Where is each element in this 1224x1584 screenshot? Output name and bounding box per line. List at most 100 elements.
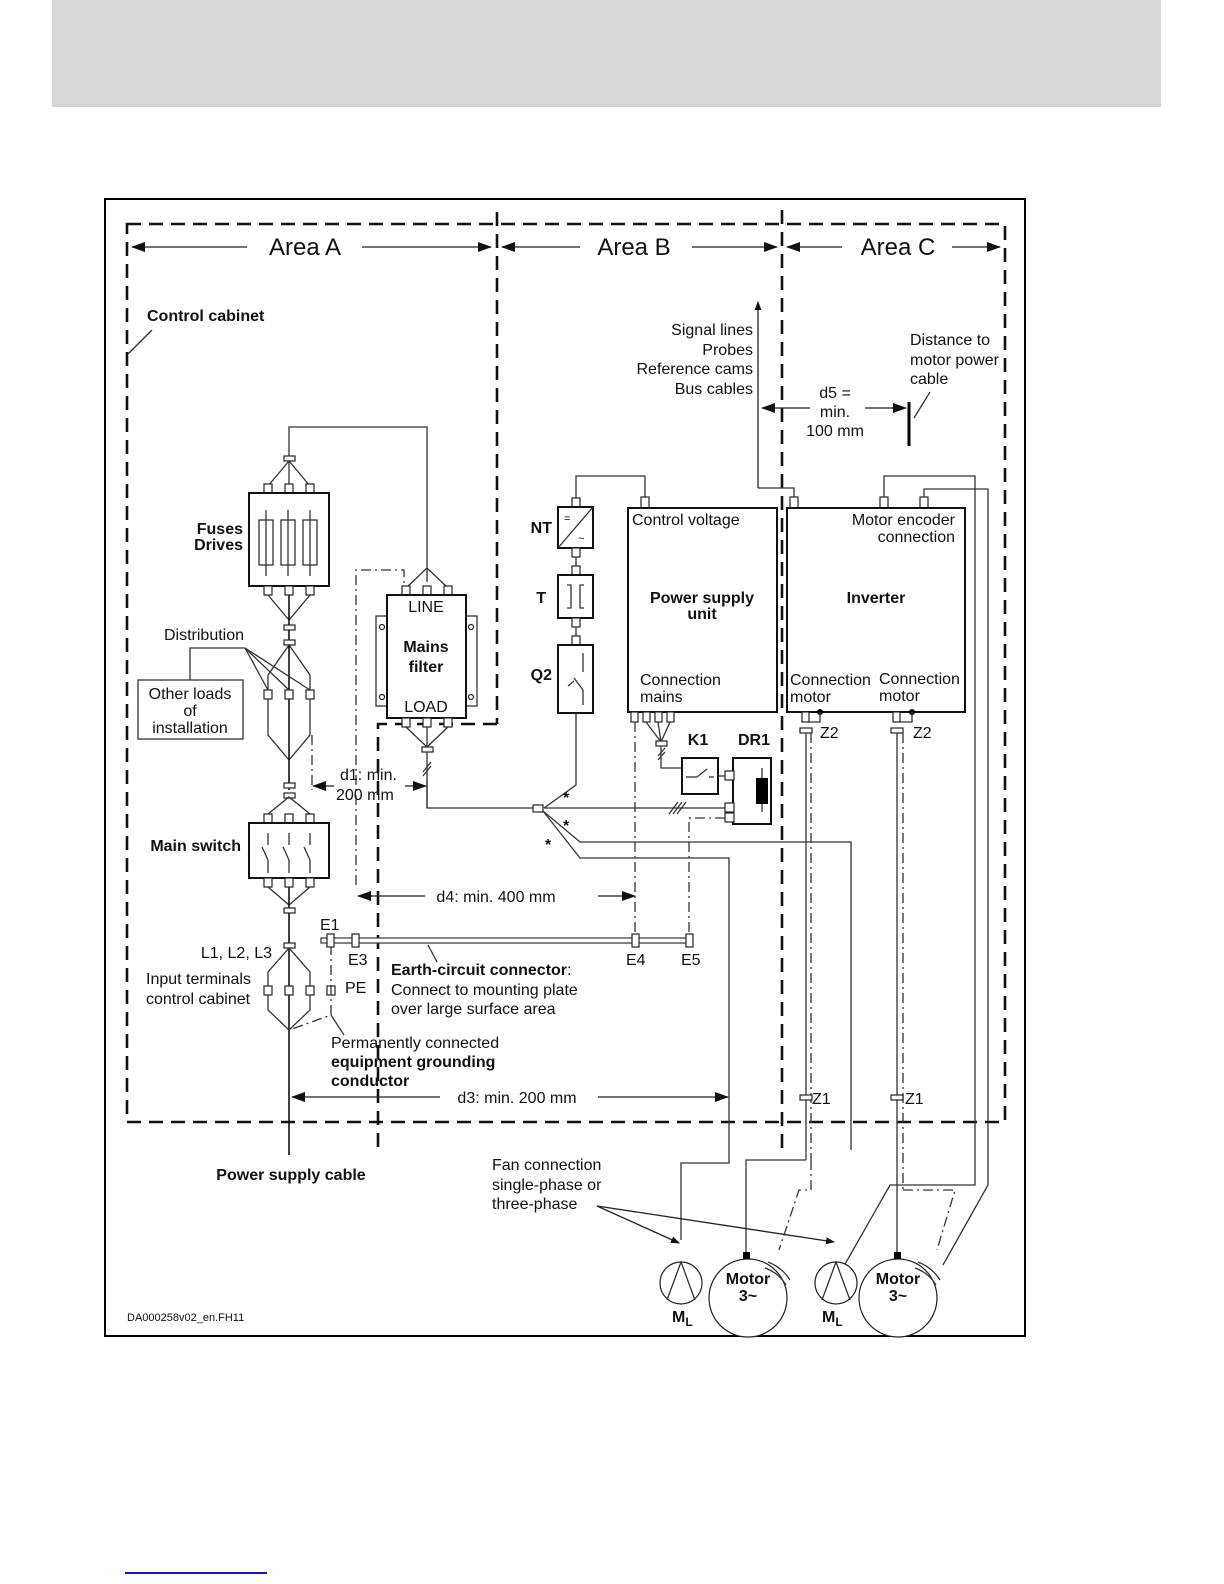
d1-value: 200 mm	[336, 787, 394, 804]
junction: * * *	[532, 790, 852, 1240]
connection-motor-2-label: Connection	[879, 671, 960, 688]
figure-frame	[104, 198, 1026, 1337]
other-loads-box	[137, 679, 244, 740]
motor-2-phase: 3~	[889, 1288, 907, 1305]
fan-2: ML	[814, 1260, 858, 1329]
grounding-line1: Permanently connected	[331, 1035, 499, 1052]
q2-box	[557, 644, 594, 714]
z1-label-2: Z1	[905, 1091, 924, 1108]
other-loads-of: of	[183, 703, 197, 720]
power-supply-unit: Control voltage Power supply unit Connec…	[627, 496, 778, 935]
motor-cable-2: Z2 Z1	[890, 709, 956, 1254]
fan-1: ML	[659, 1260, 703, 1329]
fan-connection-line2: single-phase or	[492, 1177, 602, 1194]
mains-filter-label-2: filter	[409, 659, 444, 676]
area-b-label: Area B	[597, 234, 670, 261]
area-c-label: Area C	[861, 234, 936, 261]
drives-label: Drives	[194, 537, 243, 554]
e1-label: E1	[320, 917, 340, 934]
power-supply-cable-label: Power supply cable	[216, 1167, 365, 1184]
figure-id: DA000258v02_en.FH11	[127, 1312, 244, 1324]
page-header-band	[52, 0, 1161, 107]
distance-note-line2: motor power	[910, 352, 1000, 369]
reference-cams-text: Reference cams	[637, 361, 754, 378]
other-loads-label: Other loads	[149, 686, 232, 703]
inverter-label: Inverter	[847, 590, 906, 607]
d3-dimension: d3: min. 200 mm	[291, 1090, 729, 1107]
power-supply-label-2: unit	[687, 606, 717, 623]
earth-connector-colon: :	[567, 962, 571, 979]
pe-label: PE	[345, 980, 366, 997]
ac-symbol: ~	[578, 533, 584, 545]
k1-box	[681, 757, 719, 795]
area-a-label: Area A	[269, 234, 341, 261]
other-loads-installation: installation	[152, 720, 228, 737]
d3-label: d3: min. 200 mm	[457, 1090, 576, 1107]
area-a-label-group: Area A	[131, 234, 492, 261]
area-boundaries	[125, 210, 1007, 1150]
connection-motor-2-label-2: motor	[879, 688, 921, 705]
main-switch: Main switch	[150, 782, 330, 1155]
fan-connection-line1: Fan connection	[492, 1157, 601, 1174]
signal-lines-text: Signal lines	[671, 322, 753, 339]
asterisk-3: *	[545, 837, 552, 854]
e5-label: E5	[681, 952, 701, 969]
input-terminals-label: Input terminals	[146, 971, 251, 988]
main-switch-label: Main switch	[150, 838, 241, 855]
fuses-label: Fuses	[197, 521, 243, 538]
fan-1-sub: L	[685, 1315, 692, 1329]
motor-1-label: Motor	[726, 1271, 770, 1288]
earth-circuit-connector: E1 E3 E4 E5 Earth-circuit connector: Con…	[320, 917, 701, 1018]
d1-dimension: d1: min. 200 mm	[312, 767, 427, 804]
bus-cables-text: Bus cables	[675, 381, 753, 398]
e4-label: E4	[626, 952, 646, 969]
power-supply-label: Power supply	[650, 590, 754, 607]
connection-mains-label-2: mains	[640, 689, 683, 706]
nt-t-q2-column: = ~ NT T Q2	[531, 475, 646, 809]
nt-label: NT	[531, 520, 553, 537]
connection-motor-1-label-2: motor	[790, 689, 832, 706]
d5-dimension: d5 = min. 100 mm Distance to motor power…	[761, 332, 1000, 446]
distance-note-line1: Distance to	[910, 332, 990, 349]
motor-1-phase: 3~	[739, 1288, 757, 1305]
input-terminals-label-2: control cabinet	[146, 991, 251, 1008]
earth-connector-title: Earth-circuit connector:	[391, 962, 571, 979]
mains-filter: LINE Mains filter LOAD	[355, 567, 535, 885]
control-cabinet-label: Control cabinet	[147, 308, 265, 325]
fan-1-label: ML	[672, 1309, 693, 1329]
inverter-box	[786, 507, 966, 713]
signal-lines-group: Signal lines Probes Reference cams Bus c…	[637, 301, 795, 497]
area-c-label-group: Area C	[786, 234, 1001, 261]
motor-encoder-label: Motor encoder	[852, 512, 956, 529]
power-supply-box	[627, 507, 778, 713]
k1-dr1: K1 DR1	[544, 732, 772, 935]
probes-text: Probes	[702, 342, 753, 359]
fan-2-sub: L	[835, 1315, 842, 1329]
dr1-label: DR1	[738, 732, 770, 749]
fan-2-label: ML	[822, 1309, 843, 1329]
fan-1-m: M	[672, 1309, 685, 1326]
l123-label: L1, L2, L3	[201, 945, 272, 962]
dc-symbol: =	[564, 513, 570, 525]
mains-filter-box	[386, 594, 467, 719]
connection-mains-label: Connection	[640, 672, 721, 689]
d5-value: 100 mm	[806, 423, 864, 440]
asterisk-1: *	[563, 790, 570, 807]
fan-connection-line3: three-phase	[492, 1196, 577, 1213]
inverter: Motor encoder connection Inverter Connec…	[786, 475, 989, 1281]
motor-2-label: Motor	[876, 1271, 920, 1288]
distance-note-line3: cable	[910, 371, 948, 388]
control-voltage-label: Control voltage	[632, 512, 740, 529]
k1-label: K1	[688, 732, 709, 749]
grounding-note: Permanently connected equipment groundin…	[331, 1035, 499, 1090]
footer-link-underline[interactable]	[125, 1572, 267, 1574]
e3-label: E3	[348, 952, 368, 969]
line-label: LINE	[408, 599, 444, 616]
distribution-label: Distribution	[164, 627, 244, 644]
d5-label: d5 =	[819, 385, 851, 402]
earth-connector-bold: Earth-circuit connector	[391, 962, 567, 979]
z2-label-2: Z2	[913, 725, 932, 742]
motor-2: Motor 3~	[858, 1252, 941, 1338]
motor-encoder-label-2: connection	[878, 529, 955, 546]
q2-label: Q2	[531, 667, 552, 684]
